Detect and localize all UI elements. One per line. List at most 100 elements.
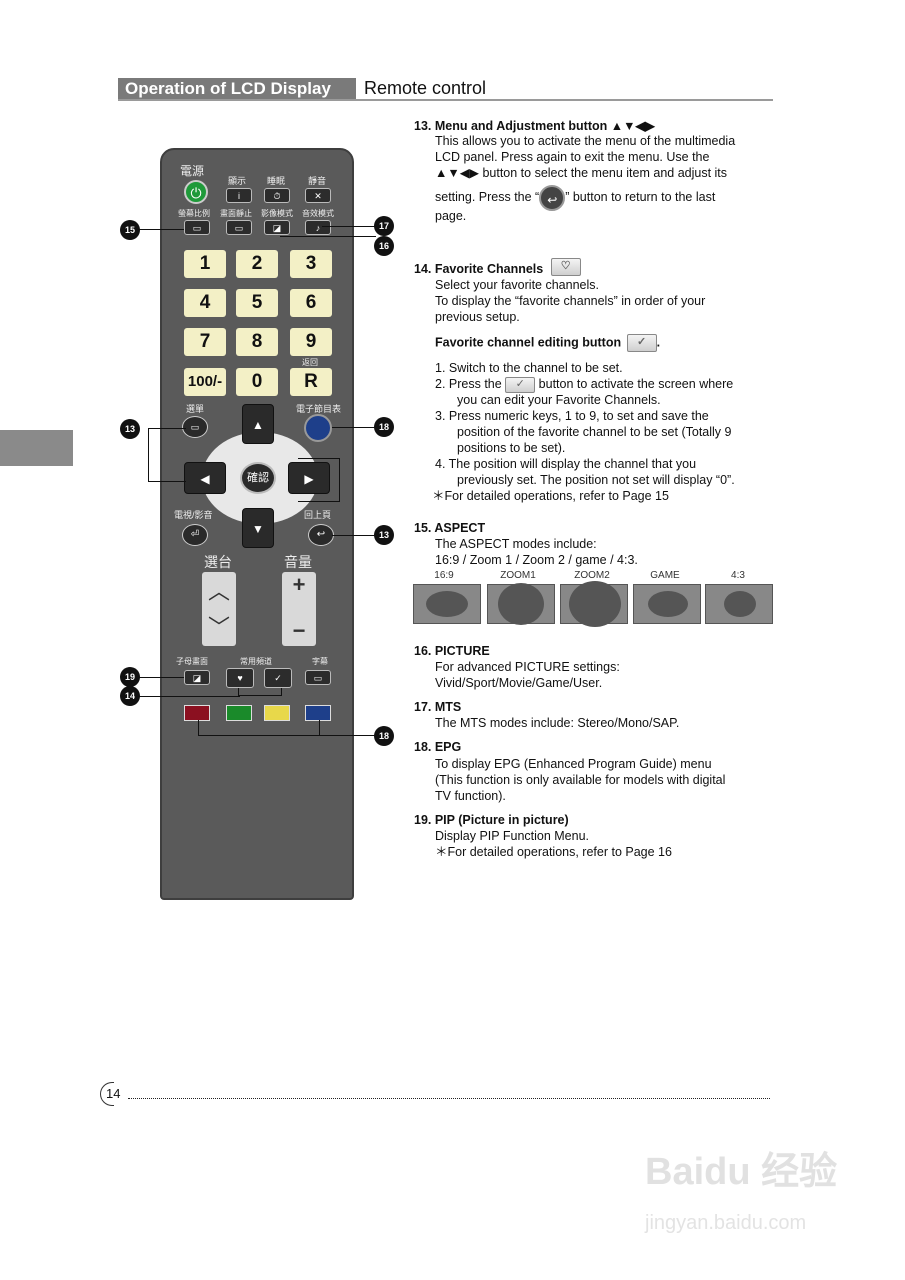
sound-mode-button[interactable]: ♪	[305, 220, 331, 235]
callout-bracket-18	[198, 720, 320, 736]
down-button[interactable]: ▼	[242, 508, 274, 548]
key-6[interactable]: 6	[290, 289, 332, 317]
callout-bracket-13	[148, 428, 186, 482]
pip-button[interactable]: ◪	[184, 670, 210, 685]
key-2[interactable]: 2	[236, 250, 278, 278]
mute-label: 靜音	[308, 176, 327, 186]
display-button[interactable]: i	[226, 188, 252, 203]
mute-button[interactable]: ✕	[305, 188, 331, 203]
channel-label: 選台	[204, 554, 232, 570]
aspect-label-16-9: 16:9	[434, 570, 454, 581]
side-tab	[0, 430, 73, 466]
key-4[interactable]: 4	[184, 289, 226, 317]
s16-title: 16. PICTURE	[414, 644, 490, 658]
key-9[interactable]: 9	[290, 328, 332, 356]
s18-line3: TV function).	[435, 789, 506, 803]
epg-label: 電子節目表	[296, 404, 342, 414]
s14-line3: previous setup.	[435, 310, 520, 324]
aspect-thumb-zoom2	[560, 581, 628, 627]
sound-label: 音效模式	[302, 209, 334, 218]
aspect-label-zoom2: ZOOM2	[574, 570, 610, 581]
s13-line3: ▲▼◀▶ button to select the menu item and …	[435, 166, 728, 180]
aspect-button[interactable]: ▭	[184, 220, 210, 235]
up-button[interactable]: ▲	[242, 404, 274, 444]
check-icon: ✓	[626, 334, 657, 352]
sleep-button[interactable]: ⏱	[264, 188, 290, 203]
remote-control: 電源 ⏻ 顯示 睡眠 靜音 i ⏱ ✕ 螢幕比例 畫面靜止 影像模式 音效模式 …	[160, 148, 354, 900]
power-icon[interactable]: ⏻	[184, 180, 208, 204]
s15-title: 15. ASPECT	[414, 521, 486, 535]
key-7[interactable]: 7	[184, 328, 226, 356]
back-button[interactable]: ↩	[308, 524, 334, 546]
s19-note: ＊For detailed operations, refer to Page …	[435, 845, 672, 859]
green-button[interactable]	[226, 705, 252, 721]
yellow-button[interactable]	[264, 705, 290, 721]
s13-line2: LCD panel. Press again to exit the menu.…	[435, 150, 710, 164]
sleep-label: 睡眠	[267, 176, 286, 186]
callout-13-left: 13	[120, 419, 140, 439]
key-3[interactable]: 3	[290, 250, 332, 278]
watermark-logo: Baidu 经验	[645, 1151, 838, 1193]
callout-14: 14	[120, 686, 140, 706]
menu-button[interactable]: ▭	[182, 416, 208, 438]
s15-line1: The ASPECT modes include:	[435, 537, 597, 551]
red-button[interactable]	[184, 705, 210, 721]
s14-item4a: 4. The position will display the channel…	[435, 457, 697, 471]
s19-title: 19. PIP (Picture in picture)	[414, 813, 569, 827]
callout-16: 16	[374, 236, 394, 256]
aspect-thumb-zoom1	[487, 583, 555, 625]
fav-label: 常用頻道	[240, 657, 272, 666]
subtitle-button[interactable]: ▭	[305, 670, 331, 685]
s14-item3a: 3. Press numeric keys, 1 to 9, to set an…	[435, 409, 709, 423]
source-button[interactable]: ⏎	[182, 524, 208, 546]
heart-icon: ♡	[550, 257, 581, 276]
s14-edit-title: Favorite channel editing button ✓.	[435, 334, 660, 352]
aspect-label-4-3: 4:3	[731, 570, 745, 581]
menu-label: 選單	[186, 404, 205, 414]
s15-line2: 16:9 / Zoom 1 / Zoom 2 / game / 4:3.	[435, 553, 638, 567]
section-title: Operation of LCD Display	[118, 78, 356, 100]
picture-label: 影像模式	[261, 209, 293, 218]
key-1[interactable]: 1	[184, 250, 226, 278]
s18-line2: (This function is only available for mod…	[435, 773, 726, 787]
s14-line1: Select your favorite channels.	[435, 278, 599, 292]
s19-line1: Display PIP Function Menu.	[435, 829, 590, 843]
key-100[interactable]: 100/-	[184, 368, 226, 396]
left-button[interactable]: ◀	[184, 462, 226, 494]
aspect-thumb-16-9	[413, 584, 481, 624]
blue-button[interactable]	[305, 705, 331, 721]
recall-button[interactable]: R	[290, 368, 332, 396]
s18-line1: To display EPG (Enhanced Program Guide) …	[435, 757, 712, 771]
favorite-button[interactable]: ♥	[226, 668, 254, 688]
key-8[interactable]: 8	[236, 328, 278, 356]
epg-button[interactable]	[304, 414, 332, 442]
s14-edit-title-text: Favorite channel editing button	[435, 335, 622, 350]
key-5[interactable]: 5	[236, 289, 278, 317]
aspect-label-game: GAME	[650, 570, 680, 581]
channel-rocker[interactable]: ︿ ﹀	[202, 572, 236, 646]
aspect-oval	[569, 581, 621, 627]
callout-bracket-13b	[298, 458, 340, 502]
favorite-edit-button[interactable]: ✓	[264, 668, 292, 688]
key-0[interactable]: 0	[236, 368, 278, 396]
callout-line-14	[132, 696, 240, 697]
s14-item3b: position of the favorite channel to be s…	[457, 425, 732, 439]
s14-line2: To display the “favorite channels” in or…	[435, 294, 706, 308]
right-button[interactable]: ▶	[288, 462, 330, 494]
callout-line-19	[132, 677, 184, 678]
back-label: 回上頁	[304, 510, 332, 520]
header-rule	[118, 99, 773, 101]
callout-19: 19	[120, 667, 140, 687]
s14-note: ＊For detailed operations, refer to Page …	[432, 489, 669, 503]
s14-item1: 1. Switch to the channel to be set.	[435, 361, 623, 375]
return-icon: ↩	[539, 184, 566, 211]
freeze-button[interactable]: ▭	[226, 220, 252, 235]
volume-rocker[interactable]: + −	[282, 572, 316, 646]
s14-item2a: 2. Press the	[435, 377, 502, 391]
picture-mode-button[interactable]: ◪	[264, 220, 290, 235]
callout-17: 17	[374, 216, 394, 236]
callout-18-top: 18	[374, 417, 394, 437]
ok-button[interactable]: 確認	[240, 462, 276, 494]
recall-label: 返回	[302, 358, 318, 367]
s13-line4: setting. Press the “↩” button to return …	[435, 184, 715, 211]
